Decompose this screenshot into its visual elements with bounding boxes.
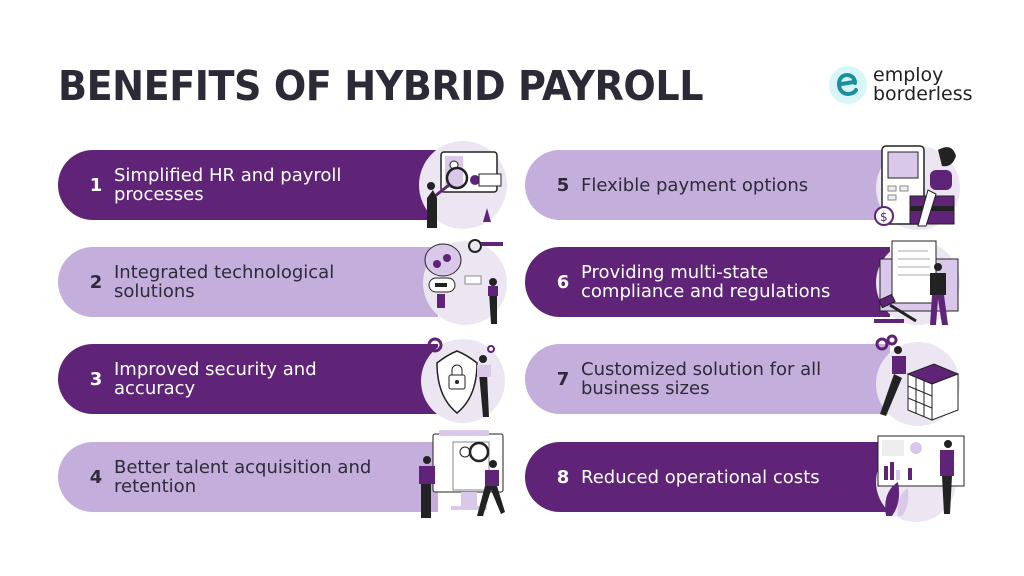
e-logo-icon bbox=[829, 66, 867, 104]
shield-lock-illustration bbox=[413, 333, 507, 427]
benefit-text: Flexible payment options bbox=[581, 174, 809, 196]
benefit-number: 2 bbox=[89, 271, 103, 293]
benefit-text: Simplified HR and payroll bbox=[114, 165, 342, 186]
benefit-text: compliance and regulations bbox=[581, 281, 831, 302]
magnifier-dashboard-illustration bbox=[413, 138, 507, 232]
benefit-text: Improved security and bbox=[114, 359, 317, 380]
logo-line-1: employ bbox=[873, 64, 944, 86]
logo-line-2: borderless bbox=[873, 83, 973, 105]
robot-brain-globe-illustration bbox=[413, 236, 507, 330]
benefit-number: 5 bbox=[556, 174, 570, 196]
benefit-text: Customized solution for all bbox=[581, 359, 822, 380]
cube-building-illustration bbox=[872, 334, 966, 428]
benefit-text: Better talent acquisition and bbox=[114, 457, 372, 478]
benefit-item-8: 8 Reduced operational costs bbox=[525, 442, 890, 512]
benefit-number: 4 bbox=[89, 466, 103, 488]
page-title: BENEFITS OF HYBRID PAYROLL bbox=[58, 62, 704, 110]
benefit-text: Reduced operational costs bbox=[581, 466, 820, 488]
benefit-text: retention bbox=[114, 476, 197, 497]
benefit-number: 3 bbox=[89, 368, 103, 390]
benefit-text: solutions bbox=[114, 281, 195, 302]
benefit-number: 1 bbox=[89, 174, 103, 196]
benefit-item-5: 5 Flexible payment options bbox=[525, 150, 890, 220]
benefit-text: Integrated technological bbox=[114, 262, 335, 283]
benefit-text: accuracy bbox=[114, 378, 196, 399]
benefit-number: 8 bbox=[556, 466, 570, 488]
benefit-text: business sizes bbox=[581, 378, 710, 399]
svg-text:$: $ bbox=[880, 210, 888, 224]
benefit-number: 6 bbox=[556, 271, 570, 293]
analytics-dashboard-illustration bbox=[872, 430, 966, 524]
candidate-search-illustration bbox=[413, 430, 507, 524]
employ-borderless-logo: employ borderless bbox=[829, 66, 973, 104]
benefit-text: processes bbox=[114, 184, 204, 205]
benefit-number: 7 bbox=[556, 368, 570, 390]
legal-document-gavel-illustration bbox=[872, 237, 966, 331]
payment-terminal-illustration: $ bbox=[872, 140, 966, 234]
benefit-text: Providing multi-state bbox=[581, 262, 769, 283]
